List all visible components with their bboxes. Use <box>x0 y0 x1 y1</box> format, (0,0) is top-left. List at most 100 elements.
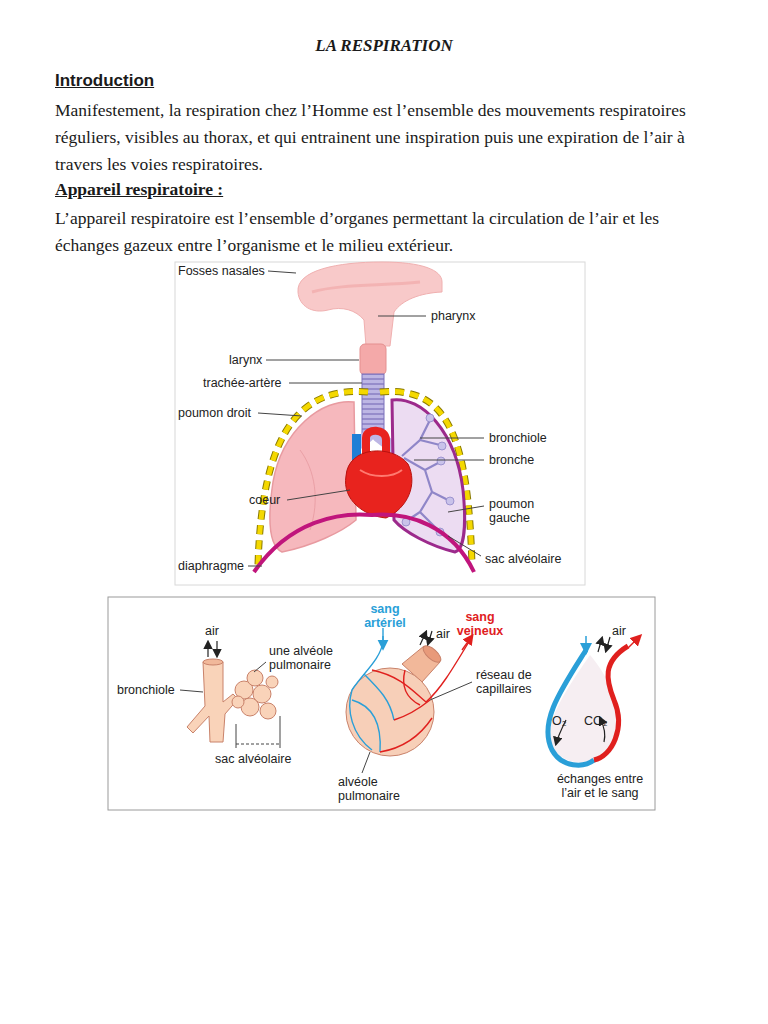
paragraph: L’appareil respiratoire est l’ensemble d… <box>55 205 723 259</box>
figure-frame <box>175 262 585 585</box>
leader-line <box>268 271 296 273</box>
gas-exchange <box>628 636 640 648</box>
part-label: poumon droit <box>178 406 251 420</box>
air-arrow <box>207 642 208 657</box>
part-label: sac alvéolaire <box>215 752 291 766</box>
nasal-cavity <box>298 262 442 346</box>
bronchiole <box>187 659 238 742</box>
page-title: LA RESPIRATION <box>0 36 768 56</box>
air-arrow <box>428 631 432 644</box>
part-label: bronchiole <box>117 683 175 697</box>
capillary-network <box>352 674 394 752</box>
air-arrow <box>420 632 426 645</box>
right-lung <box>300 450 315 530</box>
leader-line <box>420 438 484 439</box>
figure-frame <box>175 262 585 585</box>
gas-exchange <box>548 636 640 765</box>
part-label: trachée-artère <box>203 376 282 390</box>
rib-cage <box>258 391 472 565</box>
gas-exchange <box>585 636 587 652</box>
capillary-network <box>350 628 472 752</box>
alveolar-sac <box>260 703 276 719</box>
leader-line <box>236 744 280 745</box>
heart <box>346 451 412 518</box>
leader-line <box>248 271 484 566</box>
leader-line <box>362 682 472 773</box>
air-arrow <box>216 641 217 656</box>
flow-label: air <box>205 624 219 638</box>
bronchiole <box>187 662 238 742</box>
part-label: coeur <box>249 493 280 507</box>
left-lung <box>446 497 454 505</box>
capillary-network <box>380 670 432 752</box>
alveolar-sac <box>266 676 278 688</box>
leader-line <box>266 360 359 361</box>
part-label: poumon gauche <box>489 497 551 525</box>
leader-line <box>448 506 484 512</box>
leader-line <box>362 752 370 773</box>
air-arrow <box>208 641 217 657</box>
leader-line <box>258 413 302 416</box>
heart <box>360 470 402 476</box>
part-label: réseau de capillaires <box>476 668 554 696</box>
section-heading: Introduction <box>55 71 154 91</box>
part-label: alvéole pulmonaire <box>338 775 418 803</box>
caption-label: échanges entre l’air et le sang <box>546 772 654 800</box>
flow-label: air <box>436 627 450 641</box>
part-label: pharynx <box>431 309 475 323</box>
larynx <box>360 344 386 375</box>
bronchiole <box>203 659 223 665</box>
left-lung <box>426 414 434 422</box>
alveolar-sac <box>232 696 244 708</box>
flow-label: air <box>612 624 626 638</box>
alveolar-sac <box>232 670 278 719</box>
air-arrow <box>420 631 432 645</box>
gas-label: CO₂ <box>584 714 608 728</box>
part-label: Fosses nasales <box>178 264 265 278</box>
heart <box>346 431 412 518</box>
paragraph: Manifestement, la respiration chez l’Hom… <box>55 97 723 178</box>
diaphragm <box>254 514 474 572</box>
alveolar-sac <box>247 670 263 686</box>
capillary-network <box>382 636 383 648</box>
larynx <box>360 344 386 375</box>
leader-line <box>287 490 350 500</box>
part-label: larynx <box>229 353 262 367</box>
capillary-network <box>462 636 472 650</box>
gas-exchange <box>548 650 594 765</box>
gas-exchange <box>606 637 610 651</box>
gas-exchange <box>598 638 602 652</box>
part-label: bronche <box>489 453 534 467</box>
diaphragm <box>254 514 474 572</box>
part-label: bronchiole <box>489 431 547 445</box>
leader-line <box>448 536 481 556</box>
leader-line <box>430 682 472 700</box>
left-lung <box>438 442 446 450</box>
figure-frame <box>108 597 655 810</box>
leader-line <box>280 716 281 748</box>
leader-line <box>254 662 266 672</box>
leader-line <box>180 690 203 692</box>
leader-line <box>414 460 484 461</box>
part-label: diaphragme <box>178 559 244 573</box>
nasal-cavity <box>298 262 442 346</box>
nasal-cavity <box>312 282 420 292</box>
alveolus <box>420 643 443 665</box>
right-lung <box>270 402 356 552</box>
section-heading: Appareil respiratoire : <box>55 179 223 200</box>
capillary-network <box>372 640 470 702</box>
leader-line <box>180 662 280 748</box>
blood-label: sang veineux <box>452 610 508 638</box>
left-lung <box>437 457 445 465</box>
leader-line <box>248 566 262 567</box>
gas-exchange <box>594 646 628 760</box>
leader-line <box>289 383 362 384</box>
part-label: une alvéole pulmonaire <box>269 644 353 672</box>
part-label: sac alvéolaire <box>485 552 561 566</box>
blood-label: sang artériel <box>358 602 412 630</box>
leader-line <box>378 316 426 317</box>
figure-frame <box>108 597 655 810</box>
capillary-network <box>350 642 383 750</box>
gas-label: O₂ <box>552 714 567 728</box>
